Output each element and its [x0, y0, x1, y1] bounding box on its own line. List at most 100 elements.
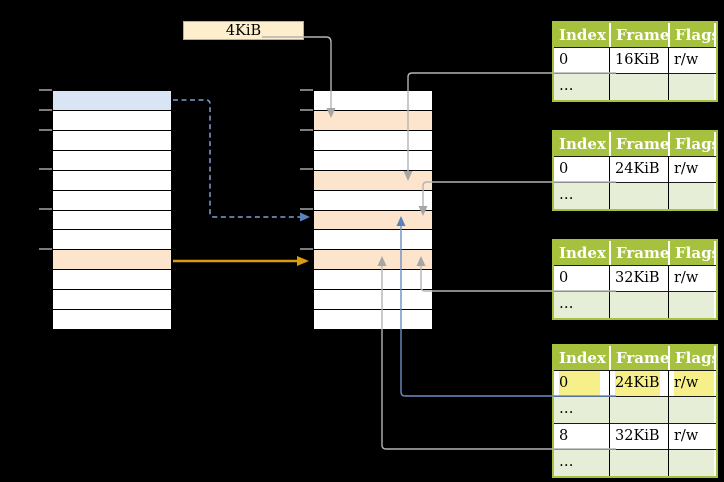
page-table-row: … — [554, 182, 716, 209]
memory-row — [53, 189, 171, 210]
memory-row — [314, 249, 432, 270]
memory-row — [314, 109, 432, 130]
frame-cell: 24KiB — [609, 371, 668, 396]
frame-size-label: 4KiB — [183, 21, 304, 40]
memory-row — [53, 109, 171, 130]
frame-cell — [609, 292, 668, 318]
page-table-row: … — [554, 449, 716, 476]
header-cell: Index — [554, 23, 609, 47]
page-table-4: IndexFrameFlags024KiBr/w…832KiBr/w… — [552, 344, 718, 478]
address-tick — [39, 89, 52, 91]
memory-row — [53, 309, 171, 330]
flags-cell: r/w — [668, 157, 714, 182]
physical-frames-column — [313, 90, 433, 330]
header-cell: Flags — [668, 23, 714, 47]
frame-cell: 32KiB — [609, 424, 668, 449]
header-cell: Flags — [668, 346, 714, 370]
page-table-2: IndexFrameFlags024KiBr/w… — [552, 130, 718, 211]
memory-row — [53, 229, 171, 250]
index-cell: … — [554, 292, 609, 318]
left-memory-column — [52, 90, 172, 330]
flags-cell: r/w — [668, 48, 714, 73]
address-tick — [39, 108, 52, 111]
page-table-header-row: IndexFrameFlags — [554, 132, 716, 156]
memory-row — [53, 249, 171, 270]
address-tick — [300, 89, 313, 91]
highlighted-value: r/w — [674, 371, 714, 396]
header-cell: Flags — [668, 132, 714, 156]
frame-cell — [609, 183, 668, 209]
index-cell: 0 — [554, 371, 609, 396]
header-cell: Index — [554, 241, 609, 265]
address-tick — [300, 108, 313, 111]
page-table-row: … — [554, 73, 716, 100]
flags-cell — [668, 450, 714, 476]
flags-cell: r/w — [668, 424, 714, 449]
header-cell: Frame — [609, 23, 668, 47]
page-table-header-row: IndexFrameFlags — [554, 241, 716, 265]
memory-row — [314, 229, 432, 250]
header-cell: Frame — [609, 346, 668, 370]
page-table-row: 0 24KiB r/w — [554, 370, 716, 396]
frame-size-label-text: 4KiB — [225, 22, 262, 39]
index-cell: 0 — [554, 48, 609, 73]
address-tick — [39, 168, 52, 171]
memory-row — [314, 169, 432, 190]
header-cell: Index — [554, 346, 609, 370]
memory-row — [53, 289, 171, 310]
frame-cell — [609, 397, 668, 423]
memory-row — [314, 209, 432, 230]
address-tick — [300, 208, 313, 210]
header-cell: Frame — [609, 241, 668, 265]
page-table-row: … — [554, 396, 716, 423]
address-tick — [300, 247, 313, 250]
memory-row — [314, 269, 432, 290]
flags-cell: r/w — [668, 266, 714, 291]
address-tick — [300, 128, 313, 131]
flags-cell — [668, 183, 714, 209]
header-cell: Frame — [609, 132, 668, 156]
memory-row — [53, 91, 171, 110]
index-cell: 8 — [554, 424, 609, 449]
index-cell: … — [554, 450, 609, 476]
frame-cell — [609, 450, 668, 476]
address-tick — [39, 247, 52, 250]
memory-row — [53, 209, 171, 230]
address-tick — [39, 208, 52, 210]
highlighted-value: 0 — [559, 371, 600, 396]
index-cell: … — [554, 183, 609, 209]
address-tick — [300, 168, 313, 171]
flags-cell — [668, 397, 714, 423]
frame-cell: 24KiB — [609, 157, 668, 182]
arrow-dashed-left-row1-to-frame-24kib — [173, 99, 310, 222]
page-table-3: IndexFrameFlags032KiBr/w… — [552, 239, 718, 320]
index-cell: … — [554, 397, 609, 423]
memory-row — [314, 149, 432, 170]
memory-row — [314, 189, 432, 210]
page-table-header-row: IndexFrameFlags — [554, 346, 716, 370]
memory-row — [314, 91, 432, 110]
index-cell: 0 — [554, 157, 609, 182]
flags-cell — [668, 74, 714, 100]
memory-row — [53, 169, 171, 190]
memory-row — [314, 129, 432, 150]
address-tick — [39, 128, 52, 131]
memory-row — [53, 129, 171, 150]
frame-cell — [609, 74, 668, 100]
flags-cell: r/w — [668, 371, 714, 396]
highlighted-value: 24KiB — [615, 371, 660, 396]
header-cell: Flags — [668, 241, 714, 265]
page-table-header-row: IndexFrameFlags — [554, 23, 716, 47]
page-table-row: … — [554, 291, 716, 318]
page-table-1: IndexFrameFlags016KiBr/w… — [552, 21, 718, 102]
memory-row — [314, 289, 432, 310]
index-cell: 0 — [554, 266, 609, 291]
frame-cell: 16KiB — [609, 48, 668, 73]
index-cell: … — [554, 74, 609, 100]
flags-cell — [668, 292, 714, 318]
